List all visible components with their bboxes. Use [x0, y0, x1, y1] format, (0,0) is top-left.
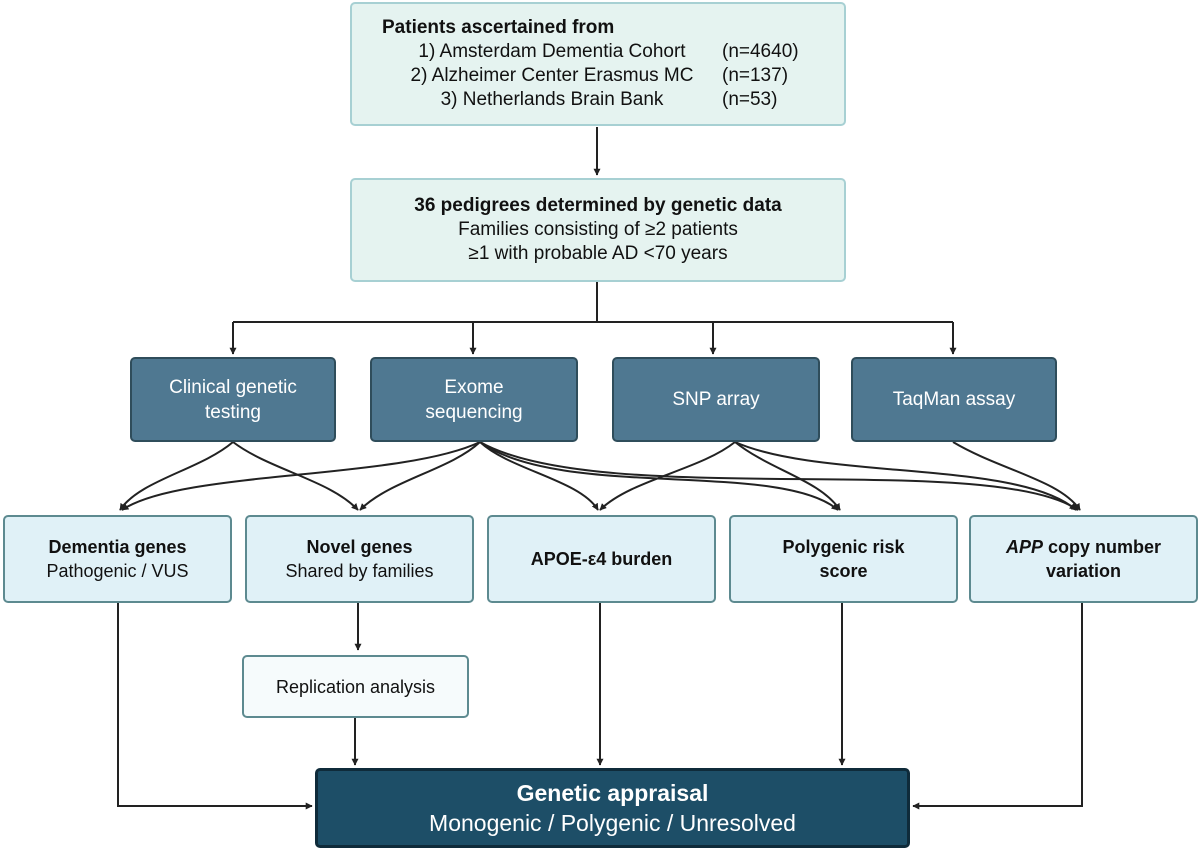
curve-snp-to-apoe: [599, 441, 736, 511]
dementia-genes-title: Dementia genes: [48, 537, 187, 557]
ascertainment-heading: Patients ascertained from: [382, 17, 615, 38]
curve-exome-to-app: [479, 441, 1079, 511]
pedigrees-heading: 36 pedigrees determined by genetic data: [414, 195, 782, 216]
method-snp-array: SNP array: [612, 357, 820, 442]
method-label: testing: [205, 401, 261, 423]
replication-analysis-box: Replication analysis: [242, 655, 469, 718]
dementia-genes-box: Dementia genes Pathogenic / VUS: [3, 515, 232, 603]
patients-ascertained-box: Patients ascertained from 1) Amsterdam D…: [350, 2, 846, 126]
source-name: 1) Amsterdam Dementia Cohort: [418, 41, 686, 62]
prs-label: score: [819, 561, 868, 581]
apoe-burden-box: APOE-ε4 burden: [487, 515, 716, 603]
method-label: Clinical genetic: [169, 376, 297, 398]
method-label: Exome: [444, 376, 504, 398]
curve-exome-to-prs: [479, 441, 839, 511]
curve-clinical-to-dementia: [119, 441, 234, 511]
curve-snp-to-app: [734, 441, 1077, 511]
source-name: 3) Netherlands Brain Bank: [440, 89, 664, 110]
curve-exome-to-apoe: [479, 441, 599, 511]
method-label: TaqMan assay: [892, 389, 1016, 410]
arrow-dementia-to-appraisal: [117, 603, 313, 810]
curve-exome-to-novel: [359, 441, 481, 511]
pedigrees-criterion-2: ≥1 with probable AD <70 years: [468, 243, 728, 264]
genetic-appraisal-box: Genetic appraisal Monogenic / Polygenic …: [315, 768, 910, 848]
method-label: SNP array: [672, 389, 760, 410]
method-taqman-assay: TaqMan assay: [851, 357, 1057, 442]
app-cnv-text: copy number: [1042, 537, 1162, 557]
curve-clinical-to-novel: [232, 441, 359, 511]
method-label: sequencing: [425, 401, 523, 423]
novel-genes-title: Novel genes: [306, 537, 413, 557]
replication-label: Replication analysis: [275, 676, 436, 697]
pedigrees-box: 36 pedigrees determined by genetic data …: [350, 178, 846, 282]
apoe-burden-label: APOE-ε4 burden: [530, 549, 673, 569]
source-row: 3) Netherlands Brain Bank (n=53): [382, 88, 778, 112]
app-gene-name: APP: [1005, 537, 1043, 557]
method-clinical-genetic-testing: Clinical genetic testing: [130, 357, 336, 442]
pedigrees-criterion-1: Families consisting of ≥2 patients: [458, 219, 738, 240]
appraisal-title: Genetic appraisal: [516, 780, 709, 806]
arrow-app-to-appraisal: [912, 603, 1083, 810]
curve-snp-to-prs: [734, 441, 841, 511]
source-name: 2) Alzheimer Center Erasmus MC: [410, 65, 694, 86]
source-count: (n=137): [722, 65, 789, 86]
curve-taqman-to-app: [952, 441, 1081, 511]
source-count: (n=4640): [722, 41, 799, 62]
app-cnv-label: variation: [1045, 561, 1122, 581]
connector-pedigrees-branch: [233, 282, 953, 323]
app-cnv-label: APP copy number: [1006, 535, 1161, 559]
method-exome-sequencing: Exome sequencing: [370, 357, 578, 442]
polygenic-risk-score-box: Polygenic risk score: [729, 515, 958, 603]
prs-label: Polygenic risk: [782, 537, 905, 557]
app-cnv-box: APP copy number variation: [969, 515, 1198, 603]
source-row: 1) Amsterdam Dementia Cohort (n=4640): [382, 40, 799, 64]
novel-genes-box: Novel genes Shared by families: [245, 515, 474, 603]
curve-exome-to-dementia: [121, 441, 481, 511]
source-row: 2) Alzheimer Center Erasmus MC (n=137): [382, 64, 789, 88]
source-count: (n=53): [722, 89, 778, 110]
dementia-genes-subtitle: Pathogenic / VUS: [46, 561, 189, 581]
novel-genes-subtitle: Shared by families: [285, 561, 434, 581]
appraisal-outcomes: Monogenic / Polygenic / Unresolved: [429, 810, 796, 836]
